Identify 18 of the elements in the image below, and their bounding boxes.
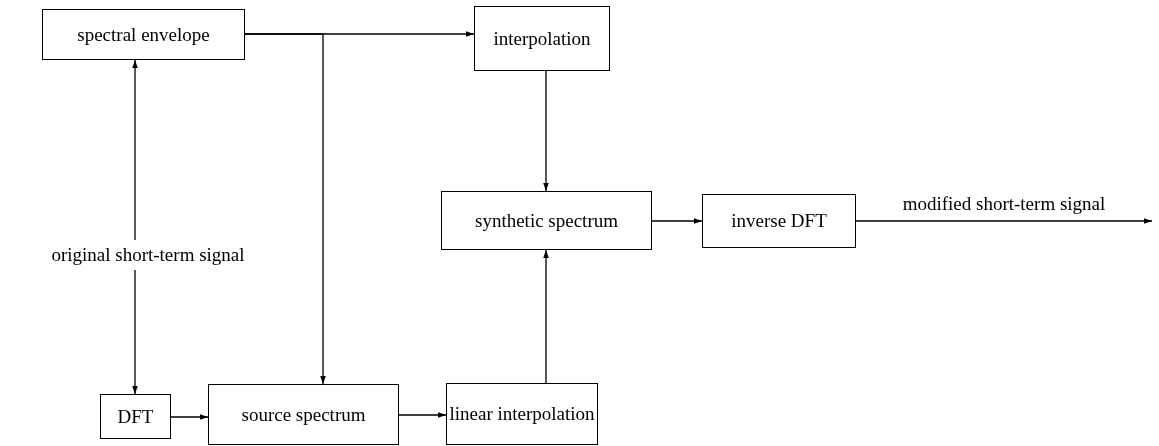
- process-box: inverse DFT: [702, 194, 856, 248]
- process-box: source spectrum: [208, 384, 399, 445]
- arrow: [170, 414, 209, 420]
- edge-label: modified short-term signal: [902, 193, 1106, 215]
- arrow: [244, 33, 326, 385]
- process-box: DFT: [100, 394, 171, 439]
- arrow: [132, 269, 138, 395]
- arrow: [543, 249, 549, 384]
- signal-text: original short-term signal: [6, 240, 290, 270]
- arrow: [651, 218, 703, 224]
- arrow: [132, 59, 138, 241]
- process-box: interpolation: [474, 6, 610, 71]
- arrow: [398, 412, 447, 418]
- arrow: [543, 70, 549, 192]
- arrow: [855, 218, 1153, 224]
- process-box: spectral envelope: [42, 9, 245, 60]
- process-box: linear interpolation: [446, 383, 598, 445]
- process-box: synthetic spectrum: [441, 191, 652, 250]
